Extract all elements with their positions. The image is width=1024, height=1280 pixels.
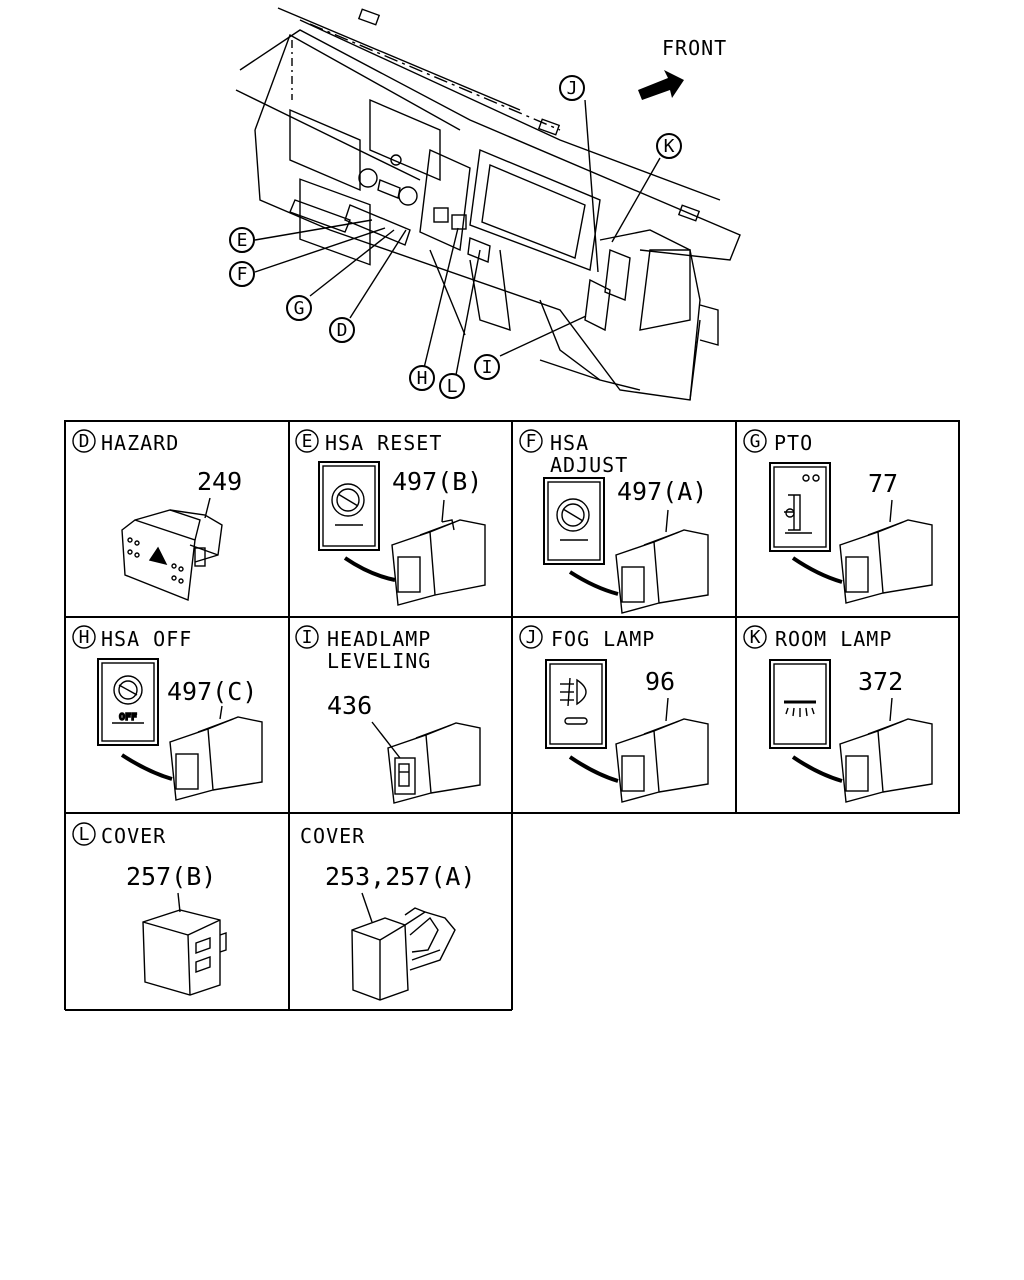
switch-body: [343, 499, 486, 606]
hsa-reset-icon: [318, 461, 380, 551]
cell-letter: I: [302, 627, 313, 648]
part-number: 436: [327, 691, 372, 720]
cell-letter: E: [302, 431, 313, 452]
cell-title-line2: LEVELING: [327, 649, 431, 673]
part-number: 257(B): [126, 862, 216, 891]
room-lamp-icon: [769, 659, 831, 749]
callout-G: G: [286, 295, 312, 321]
callout-letter: I: [482, 357, 493, 378]
callout-F: F: [229, 261, 255, 287]
cell-hazard: D HAZARD 249: [72, 429, 242, 601]
cover-with-bracket-icon: [351, 892, 456, 1001]
part-number: 372: [858, 667, 903, 696]
headlamp-leveling-switch-icon: [371, 721, 481, 804]
cell-title: COVER: [101, 824, 166, 848]
cell-headlamp-leveling: I HEADLAMP LEVELING 436: [295, 625, 481, 804]
callout-J: J: [559, 75, 585, 101]
switch-body: [791, 697, 933, 803]
cell-title: HSA: [550, 431, 589, 455]
cell-hsa-adjust: F HSA ADJUST 497(A): [519, 429, 709, 614]
cell-letter: G: [750, 431, 761, 452]
callout-E: E: [229, 227, 255, 253]
front-label: FRONT: [662, 36, 727, 60]
callout-K: K: [656, 133, 682, 159]
callout-letter: J: [567, 78, 578, 99]
callout-L: L: [439, 373, 465, 399]
callout-letter: F: [237, 264, 248, 285]
callout-letter: D: [337, 320, 348, 341]
cell-pto: G PTO 77: [743, 429, 933, 604]
part-number: 249: [197, 467, 242, 496]
callout-letter: E: [237, 230, 248, 251]
callout-letter: L: [447, 376, 458, 397]
callout-D: D: [329, 317, 355, 343]
cell-title-line2: ADJUST: [550, 453, 628, 477]
off-text: OFF: [119, 712, 137, 723]
cover-icon: [142, 892, 227, 996]
cell-title: HEADLAMP: [327, 627, 431, 651]
switch-body: [791, 499, 933, 604]
part-number: 253,257(A): [325, 862, 476, 891]
part-number: 96: [645, 667, 675, 696]
part-number: 77: [868, 469, 898, 498]
cell-cover-253-257a: COVER 253,257(A): [300, 824, 476, 1001]
cell-title: HSA OFF: [101, 627, 192, 651]
cell-cover-257b: L COVER 257(B): [72, 822, 227, 996]
cell-title: HSA RESET: [325, 431, 442, 455]
switch-body: [568, 697, 709, 803]
part-number: 497(A): [617, 477, 707, 506]
cell-letter: K: [750, 627, 761, 648]
hazard-switch-icon: [121, 497, 223, 601]
hsa-off-icon: OFF: [97, 658, 159, 746]
switch-body: [568, 509, 709, 614]
cell-hsa-reset: E HSA RESET 497(B): [295, 429, 486, 606]
callout-I: I: [474, 354, 500, 380]
dashboard-illustration: [235, 7, 741, 401]
callout-letter: G: [294, 298, 305, 319]
pto-icon: [769, 462, 831, 552]
cell-letter: J: [526, 627, 537, 648]
callout-letter: H: [417, 368, 428, 389]
hsa-adjust-icon: [543, 477, 605, 565]
cell-title: HAZARD: [101, 431, 179, 455]
cell-room-lamp: K ROOM LAMP 372: [743, 625, 933, 803]
dashboard-overview: FRONT: [229, 7, 741, 401]
cell-letter: F: [526, 431, 537, 452]
cell-title: COVER: [300, 824, 365, 848]
callout-H: H: [409, 365, 435, 391]
callout-letter: K: [664, 136, 675, 157]
callout-leaders: [254, 99, 661, 376]
cell-title: FOG LAMP: [551, 627, 655, 651]
cell-letter: D: [79, 431, 90, 452]
cell-title: ROOM LAMP: [775, 627, 892, 651]
cell-letter: L: [79, 824, 90, 845]
cell-letter: H: [79, 627, 90, 648]
cell-fog-lamp: J FOG LAMP 96: [519, 625, 709, 803]
part-number: 497(C): [167, 677, 257, 706]
cell-title: PTO: [774, 431, 813, 455]
grid-lines: [64, 420, 960, 1011]
cell-hsa-off: H HSA OFF 497(C) OFF: [72, 625, 263, 801]
fog-lamp-icon: [545, 659, 607, 749]
front-arrow-icon: [638, 70, 684, 100]
switch-body: [120, 705, 263, 801]
part-number: 497(B): [392, 467, 482, 496]
